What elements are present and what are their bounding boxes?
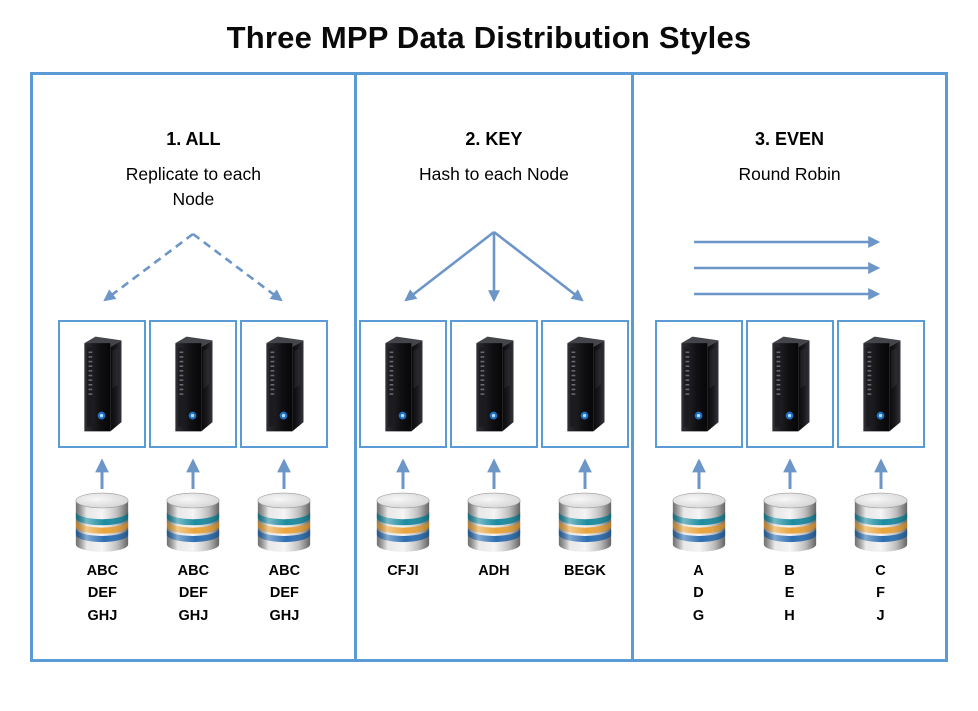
database-cylinder-icon [557,491,613,553]
database-unit: ADH [450,452,538,582]
server-tower-icon [468,332,520,436]
data-rows-label: BEGK [563,563,606,579]
panel-key-heading: 2. KEY [465,129,523,149]
data-load-arrow-icon [691,458,706,489]
server-node-box [240,320,329,448]
server-tower-icon [76,332,128,436]
server-node-box [836,320,925,448]
data-rows-label: CFJI [387,563,419,579]
server-row [654,320,925,450]
panel-even-subtitle: Round Robin [738,164,841,184]
server-tower-icon [258,332,310,436]
server-tower-icon [167,332,219,436]
server-node-box [745,320,834,448]
database-unit: C F J [837,452,925,627]
server-row [58,320,329,450]
panel-even-heading: 3. EVEN [755,129,825,149]
database-unit: BEGK [541,452,629,582]
server-tower-icon [559,332,611,436]
panel-all-subtitle: Replicate to each Node [125,164,261,209]
server-tower-icon [673,332,725,436]
panel-even: 3. EVEN Round Robin [631,75,945,659]
data-load-arrow-icon [396,458,410,489]
diagram-title: Three MPP Data Distribution Styles [226,20,752,55]
panel-all-heading: 1. ALL [166,129,221,149]
data-load-arrow-icon [277,458,292,489]
data-load-arrow-icon [186,458,201,489]
server-node-box [654,320,743,448]
database-row: A D G B E H C F J [655,452,925,627]
database-cylinder-icon [762,491,818,553]
database-unit: ABC DEF GHJ [240,452,328,627]
database-cylinder-icon [74,491,130,553]
data-rows-label: B E H [784,563,795,624]
server-node-box [149,320,238,448]
data-load-arrow-icon [578,458,592,489]
database-unit: ABC DEF GHJ [149,452,237,627]
database-row: ABC DEF GHJ ABC DEF GHJ ABC DEF GHJ [58,452,328,627]
data-load-arrow-icon [873,458,888,489]
database-unit: ABC DEF GHJ [58,452,146,627]
solid-fanout-arrow-icon [404,230,584,303]
server-node-box [449,320,538,448]
database-cylinder-icon [165,491,221,553]
round-robin-arrows [634,226,945,312]
data-load-arrow-icon [782,458,797,489]
replicate-fanout-arrows [33,226,354,312]
database-unit: CFJI [359,452,447,582]
data-load-arrow-icon [487,458,501,489]
data-rows-label: ABC DEF GHJ [177,563,210,624]
panel-key: 2. KEY Hash to each Node [353,75,631,659]
server-row [358,320,629,450]
distribution-figure: 1. ALL Replicate to each Node [30,72,948,662]
database-unit: B E H [746,452,834,627]
database-cylinder-icon [375,491,431,553]
server-tower-icon [764,332,816,436]
database-unit: A D G [655,452,743,627]
server-node-box [358,320,447,448]
data-rows-label: ABC DEF GHJ [268,563,301,624]
database-cylinder-icon [256,491,312,553]
data-rows-label: A D G [692,563,705,624]
data-rows-label: C F J [875,563,886,624]
server-node-box [58,320,147,448]
hash-fanout-arrows [357,226,631,312]
dashed-fanout-arrow-icon [103,232,284,302]
database-row: CFJI ADH BEGK [359,452,629,582]
database-cylinder-icon [853,491,909,553]
panel-all: 1. ALL Replicate to each Node [33,75,354,659]
server-node-box [540,320,629,448]
database-cylinder-icon [671,491,727,553]
server-tower-icon [855,332,907,436]
panel-key-subtitle: Hash to each Node [419,164,569,184]
database-cylinder-icon [466,491,522,553]
data-rows-label: ADH [478,563,510,579]
server-tower-icon [377,332,429,436]
data-rows-label: ABC DEF GHJ [86,563,119,624]
data-load-arrow-icon [95,458,110,489]
parallel-right-arrows-icon [693,236,880,300]
